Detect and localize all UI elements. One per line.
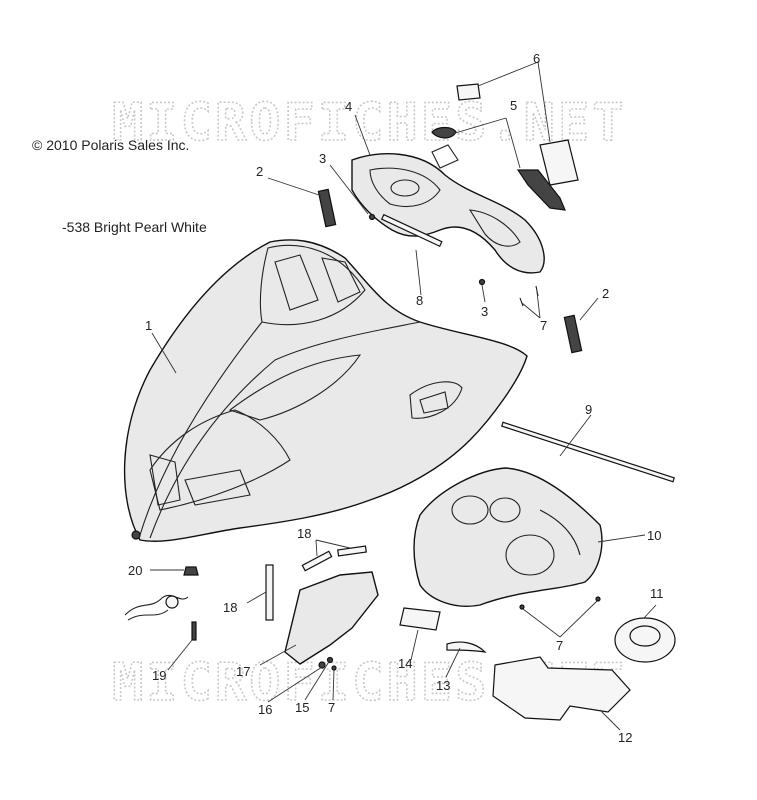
color-note: -538 Bright Pearl White	[62, 219, 207, 235]
callout-18-left: 18	[223, 600, 237, 615]
callout-7-middle: 7	[556, 638, 563, 653]
callout-7-upper: 7	[540, 318, 547, 333]
part-decal-curved	[446, 641, 487, 653]
part-screw-lower	[478, 278, 486, 286]
callout-15: 15	[295, 700, 309, 715]
callout-6: 6	[533, 51, 540, 66]
callout-1: 1	[145, 318, 152, 333]
callout-17: 17	[236, 664, 250, 679]
callout-20: 20	[128, 563, 142, 578]
callout-3-upper: 3	[319, 151, 326, 166]
callout-14: 14	[398, 656, 412, 671]
part-screw-upper	[368, 213, 376, 221]
callout-11: 11	[650, 586, 664, 601]
part-grip-covers	[456, 83, 579, 186]
callout-18-upper: 18	[297, 526, 311, 541]
callout-19: 19	[152, 668, 166, 683]
callout-3-lower: 3	[481, 304, 488, 319]
part-bracket-right	[563, 314, 583, 354]
part-nut	[183, 566, 199, 576]
callout-10: 10	[647, 528, 661, 543]
part-dash-panel	[351, 144, 545, 274]
copyright-text: © 2010 Polaris Sales Inc.	[32, 137, 189, 153]
part-side-panel	[284, 571, 379, 665]
callout-5: 5	[510, 98, 517, 113]
leader-lines	[150, 61, 657, 731]
part-trim-strip-long	[501, 421, 675, 483]
part-switches	[431, 126, 566, 211]
callout-4: 4	[345, 99, 352, 114]
callout-12: 12	[618, 730, 632, 745]
callout-8: 8	[416, 293, 423, 308]
callout-numbers: 1 2 2 3 3 4 5 6 7 7 7 8 9 10 11 12 13 14…	[128, 51, 664, 745]
part-fastener-16	[318, 661, 326, 669]
part-storage-tray	[413, 467, 603, 607]
watermark-top: MICROFICHES.NET	[112, 93, 627, 153]
part-hood	[123, 239, 528, 542]
part-decal-rect	[399, 607, 441, 631]
part-harness	[124, 594, 197, 641]
callout-7-lower: 7	[328, 700, 335, 715]
callout-16: 16	[258, 702, 272, 717]
part-seal-ring	[614, 617, 676, 663]
callout-2-right: 2	[602, 286, 609, 301]
part-trim-strip-short	[380, 213, 443, 248]
part-lower-panel	[492, 656, 631, 721]
part-bracket-left	[317, 188, 337, 228]
callout-2-left: 2	[256, 164, 263, 179]
callout-13: 13	[436, 678, 450, 693]
callout-9: 9	[585, 402, 592, 417]
